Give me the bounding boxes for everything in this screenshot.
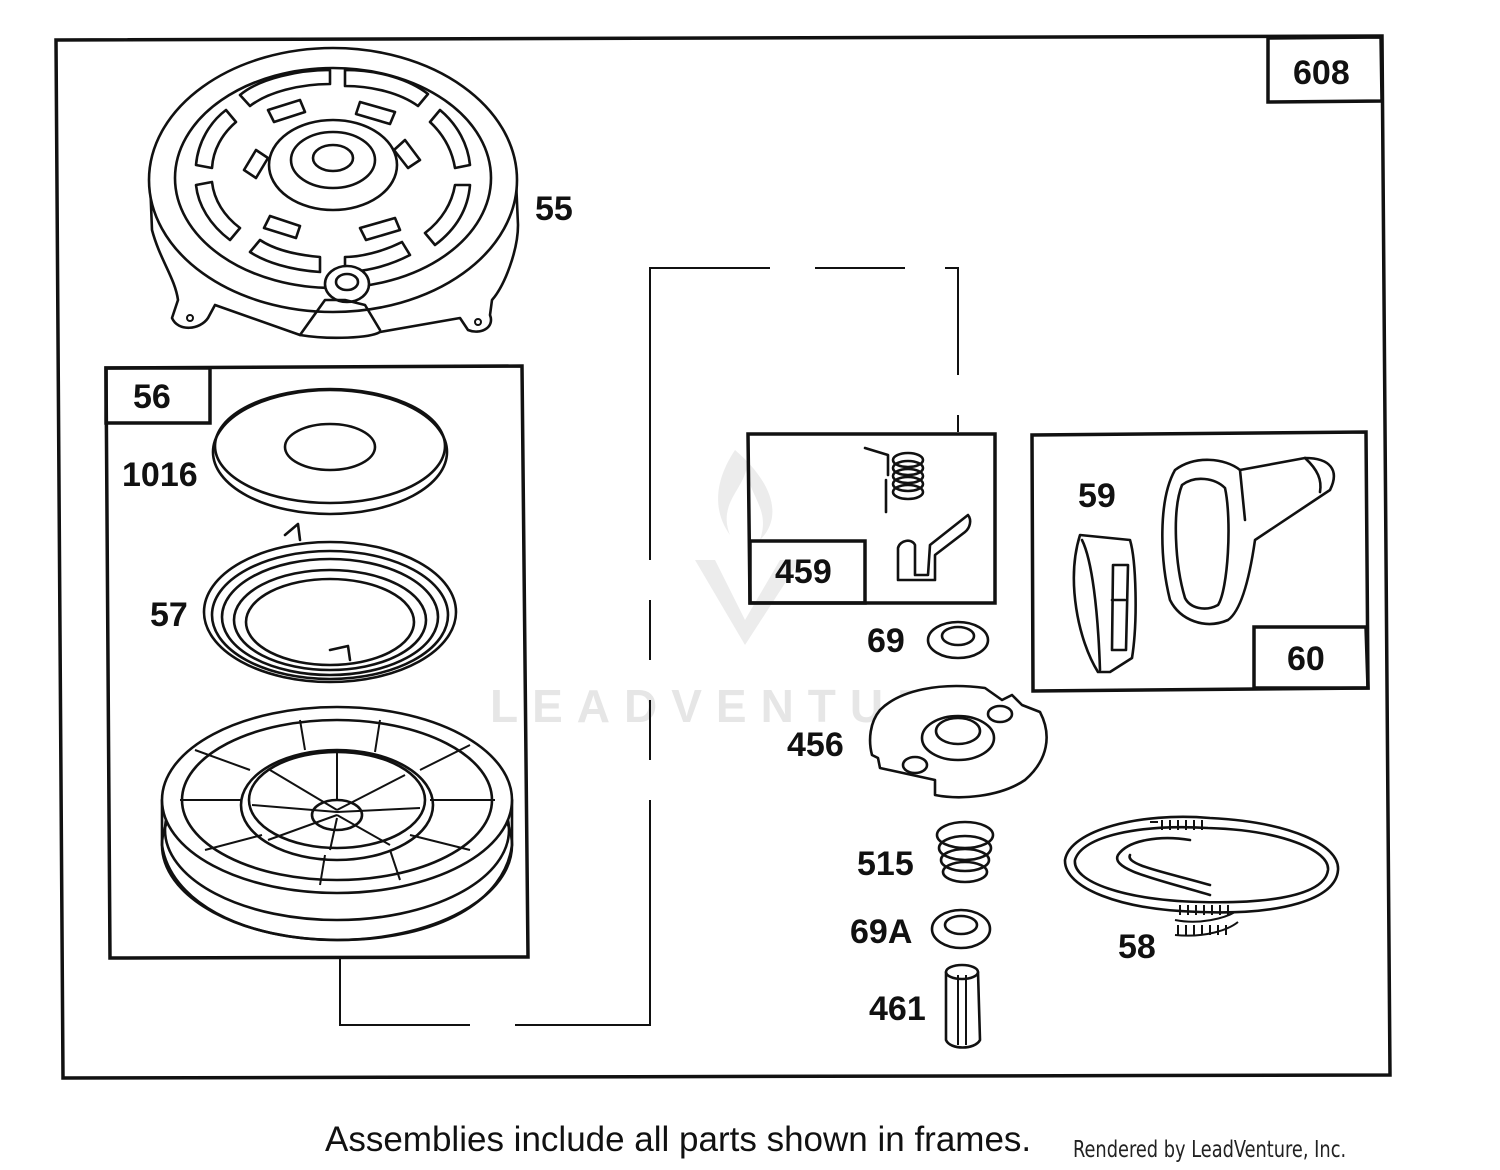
handle-insert-59 [1072,533,1137,674]
pulley [160,705,514,942]
part-label-55: 55 [535,190,573,228]
assembly-connector [339,267,959,1026]
assembly-frame-608 [54,34,1392,1080]
part-label-56: 56 [133,378,171,416]
part-label-57: 57 [150,596,188,634]
render-credit: Rendered by LeadVenture, Inc. [1073,1137,1347,1163]
label-box-608 [1266,35,1384,104]
part-label-459: 459 [775,553,832,591]
part-label-58: 58 [1118,928,1156,966]
part-label-69A: 69A [850,913,912,951]
part-label-515: 515 [857,845,914,883]
label-box-56 [104,366,212,425]
part-label-461: 461 [869,990,926,1028]
part-label-608: 608 [1293,54,1350,92]
spring-515 [935,820,995,884]
handle-60 [1161,456,1336,626]
pawl-spring [863,446,925,514]
assembly-frame-56 [104,364,530,960]
part-label-69: 69 [867,622,905,660]
label-box-459 [748,539,867,605]
washer-69A [930,908,992,950]
retainer-456 [868,684,1048,799]
footer-note: Assemblies include all parts shown in fr… [325,1120,1032,1159]
starter-rope-58 [1063,815,1340,937]
washer-69 [926,620,990,660]
starter-housing-55 [147,46,520,340]
pawl [896,513,972,582]
part-label-59: 59 [1078,477,1116,515]
part-label-1016: 1016 [122,456,198,494]
recoil-spring-57 [202,522,458,684]
label-box-60 [1252,625,1370,690]
part-label-456: 456 [787,726,844,764]
leadventure-watermark: LEADVENTURE [490,450,975,732]
washer-1016 [211,387,449,516]
pin-461 [944,963,982,1049]
part-label-60: 60 [1287,640,1325,678]
